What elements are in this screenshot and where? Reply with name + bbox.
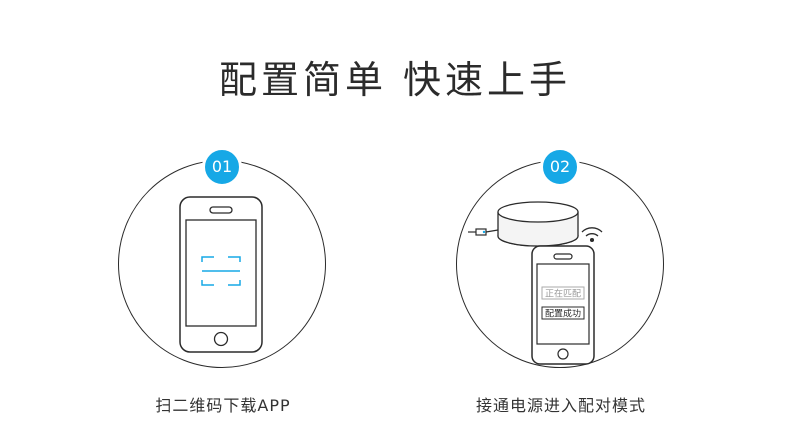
matching-status-text: 正在匹配 xyxy=(545,288,581,300)
page-title: 配置简单 快速上手 xyxy=(218,58,572,102)
step-2-illustration: 正在匹配 配置成功 xyxy=(468,201,603,365)
step-2-caption: 接通电源进入配对模式 xyxy=(475,396,646,415)
phone-screen xyxy=(185,219,257,327)
step-1-panel: 01 xyxy=(118,147,328,368)
phone-screen xyxy=(536,263,590,345)
wifi-icon xyxy=(581,227,603,243)
step-1-illustration xyxy=(179,196,263,353)
matching-status-box xyxy=(541,286,585,300)
success-status-box xyxy=(541,306,585,320)
phone-home-button xyxy=(213,331,229,347)
phone-body xyxy=(531,245,595,365)
phone-speaker xyxy=(553,253,573,260)
success-status-text: 配置成功 xyxy=(545,308,581,320)
step-2-panel: 正在匹配 配置成功 02 xyxy=(456,147,666,368)
phone-body xyxy=(179,196,263,353)
phone-home-button xyxy=(557,348,569,360)
power-cable-icon xyxy=(468,228,499,236)
step-1-number-badge: 01 xyxy=(202,147,242,187)
step-1-caption: 扫二维码下载APP xyxy=(155,396,291,415)
phone-speaker xyxy=(209,206,233,214)
hub-device-icon xyxy=(497,201,579,247)
step-2-number-badge: 02 xyxy=(540,147,580,187)
scan-icon xyxy=(201,256,241,286)
